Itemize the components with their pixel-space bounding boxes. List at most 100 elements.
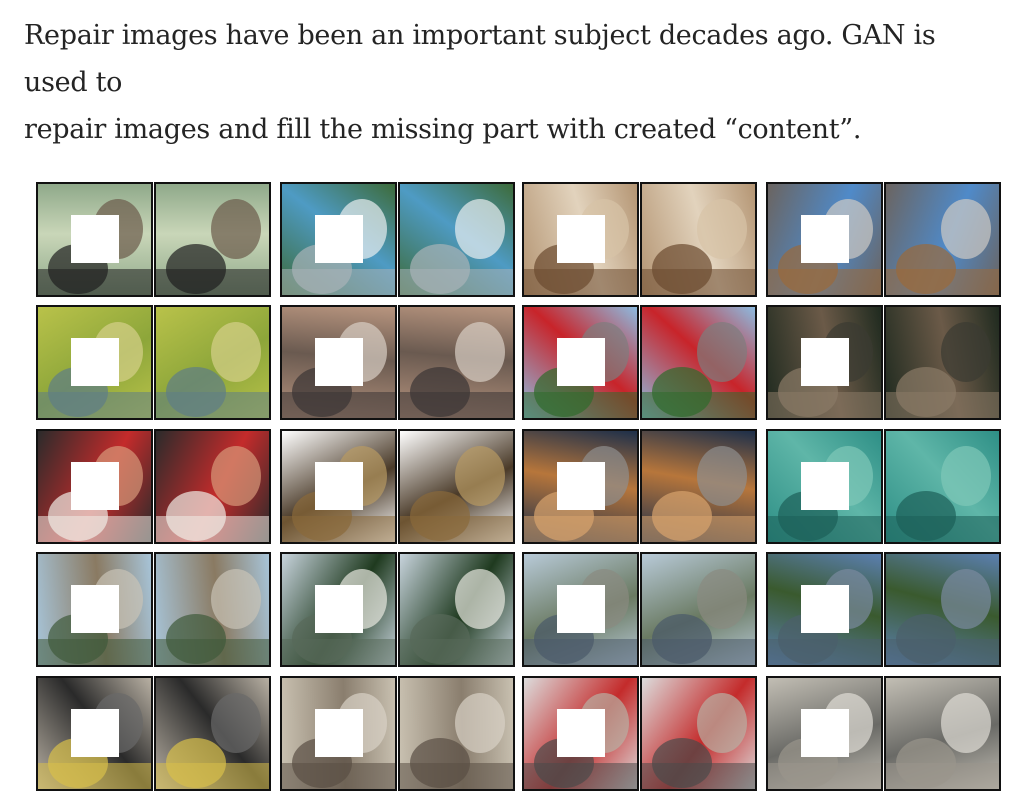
image-detail <box>941 446 991 506</box>
image-detail <box>282 269 395 295</box>
inpainted-output-image <box>640 182 757 297</box>
paragraph-line-2: repair images and fill the missing part … <box>24 114 862 145</box>
missing-region-mask <box>557 709 605 757</box>
image-detail <box>524 392 637 418</box>
inpainted-output-image <box>398 182 515 297</box>
image-detail <box>38 516 151 542</box>
inpainted-output-image <box>884 552 1001 667</box>
masked-input-image <box>522 305 639 420</box>
inpainted-output-image <box>640 429 757 544</box>
image-detail <box>524 269 637 295</box>
image-detail <box>642 269 755 295</box>
masked-input-image <box>766 429 883 544</box>
missing-region-mask <box>557 585 605 633</box>
missing-region-mask <box>557 215 605 263</box>
inpainted-output-image <box>884 182 1001 297</box>
image-detail <box>524 516 637 542</box>
image-detail <box>156 269 269 295</box>
image-detail <box>282 392 395 418</box>
image-detail <box>455 446 505 506</box>
image-detail <box>886 516 999 542</box>
image-detail <box>400 639 513 665</box>
masked-input-image <box>280 305 397 420</box>
inpainted-output-image <box>398 305 515 420</box>
masked-input-image <box>280 429 397 544</box>
missing-region-mask <box>71 585 119 633</box>
image-detail <box>941 569 991 629</box>
masked-input-image <box>522 552 639 667</box>
inpainted-output-image <box>154 182 271 297</box>
image-detail <box>455 199 505 259</box>
image-detail <box>38 269 151 295</box>
image-detail <box>941 199 991 259</box>
masked-input-image <box>766 676 883 791</box>
missing-region-mask <box>315 585 363 633</box>
image-detail <box>455 693 505 753</box>
masked-input-image <box>36 552 153 667</box>
image-detail <box>524 639 637 665</box>
missing-region-mask <box>71 338 119 386</box>
inpainted-output-image <box>640 305 757 420</box>
image-detail <box>211 446 261 506</box>
image-detail <box>211 199 261 259</box>
missing-region-mask <box>801 215 849 263</box>
image-detail <box>400 516 513 542</box>
masked-input-image <box>36 429 153 544</box>
inpainted-output-image <box>640 676 757 791</box>
missing-region-mask <box>71 462 119 510</box>
image-detail <box>156 516 269 542</box>
masked-input-image <box>36 676 153 791</box>
inpainted-output-image <box>640 552 757 667</box>
image-detail <box>886 392 999 418</box>
image-detail <box>768 763 881 789</box>
image-detail <box>697 569 747 629</box>
image-detail <box>211 693 261 753</box>
masked-input-image <box>766 552 883 667</box>
missing-region-mask <box>801 338 849 386</box>
image-detail <box>455 322 505 382</box>
image-detail <box>400 763 513 789</box>
paragraph-line-1: Repair images have been an important sub… <box>24 20 936 98</box>
masked-input-image <box>522 676 639 791</box>
missing-region-mask <box>801 709 849 757</box>
image-detail <box>697 446 747 506</box>
image-detail <box>400 269 513 295</box>
image-detail <box>768 639 881 665</box>
image-detail <box>211 322 261 382</box>
image-detail <box>768 516 881 542</box>
image-detail <box>941 693 991 753</box>
image-detail <box>941 322 991 382</box>
image-detail <box>156 639 269 665</box>
image-detail <box>282 639 395 665</box>
masked-input-image <box>522 429 639 544</box>
image-detail <box>886 639 999 665</box>
masked-input-image <box>522 182 639 297</box>
masked-input-image <box>36 305 153 420</box>
masked-input-image <box>36 182 153 297</box>
image-detail <box>886 763 999 789</box>
inpainted-output-image <box>884 429 1001 544</box>
image-detail <box>768 269 881 295</box>
image-detail <box>697 199 747 259</box>
image-detail <box>642 516 755 542</box>
missing-region-mask <box>801 585 849 633</box>
image-detail <box>282 763 395 789</box>
image-detail <box>697 322 747 382</box>
inpainted-output-image <box>398 676 515 791</box>
missing-region-mask <box>71 709 119 757</box>
missing-region-mask <box>315 215 363 263</box>
masked-input-image <box>280 552 397 667</box>
masked-input-image <box>766 182 883 297</box>
missing-region-mask <box>801 462 849 510</box>
missing-region-mask <box>71 215 119 263</box>
masked-input-image <box>280 676 397 791</box>
image-detail <box>642 392 755 418</box>
image-detail <box>697 693 747 753</box>
missing-region-mask <box>557 338 605 386</box>
image-detail <box>156 763 269 789</box>
image-detail <box>38 639 151 665</box>
image-detail <box>886 269 999 295</box>
image-detail <box>156 392 269 418</box>
masked-input-image <box>280 182 397 297</box>
